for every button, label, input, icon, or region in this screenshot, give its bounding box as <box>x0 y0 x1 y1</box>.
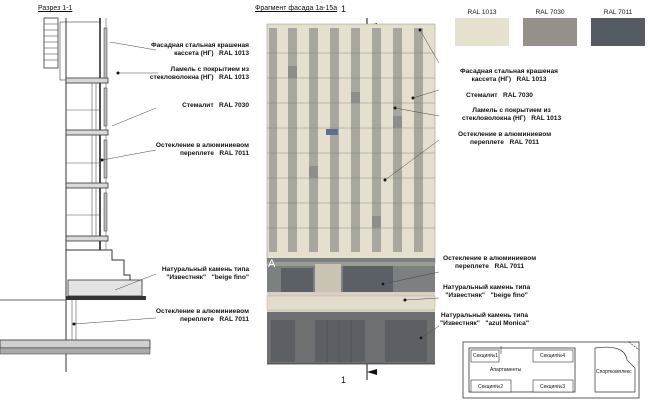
plan-sport-complex: Спорткомплекс <box>596 369 632 375</box>
facade-label-stemalit: Стемалит RAL 7030 <box>466 92 533 99</box>
section-label-stemalit: Стемалит RAL 7030 <box>182 102 249 109</box>
marker-a: A <box>268 258 276 270</box>
swatch-ral-7011 <box>591 18 645 46</box>
section-title: Разрез 1-1 <box>38 5 73 12</box>
facade-label-glazing: Остекление в алюминиевом переплете RAL 7… <box>458 131 552 146</box>
swatch-ral-1013 <box>455 18 509 46</box>
facade-label-glazing-2: Остекление в алюминиевом переплете RAL 7… <box>443 255 537 270</box>
plan-apartments: Апартаменты <box>490 367 522 373</box>
facade-label-stone-azul: Натуральный камень типа "Известняк" "azu… <box>440 312 529 327</box>
section-label-cassette: Фасадная стальная крашеная кассета (НГ) … <box>150 42 249 57</box>
section-drawing <box>0 17 158 372</box>
plan-section-3: Секция№3 <box>540 384 566 390</box>
section-label-glazing-2: Остекление в алюминиевом переплете RAL 7… <box>155 308 249 323</box>
facade-drawing <box>266 18 440 380</box>
swatch-label-2: RAL 7030 <box>535 9 565 16</box>
plan-section-4: Секция№4 <box>540 353 566 359</box>
section-label-glazing: Остекление в алюминиевом переплете RAL 7… <box>155 142 249 157</box>
facade-label-stone-beige: Натуральный камень типа "Известняк" "bei… <box>443 284 531 299</box>
section-label-stone: Натуральный камень типа "Известняк" "bei… <box>161 266 249 281</box>
plan-section-1: Секция№1 <box>473 353 499 359</box>
swatch-ral-7030 <box>523 18 577 46</box>
plan-section-2: Секция№2 <box>478 384 504 390</box>
site-plan <box>462 341 640 399</box>
swatch-label-1: RAL 1013 <box>467 9 497 16</box>
swatch-label-3: RAL 7011 <box>603 9 633 16</box>
axis-label-bottom: 1 <box>341 375 347 385</box>
axis-label-top: 1 <box>341 4 347 14</box>
section-label-lamella: Ламель с покрытием из стекловолокна (НГ)… <box>149 66 249 81</box>
facade-label-cassette: Фасадная стальная крашеная кассета (НГ) … <box>460 68 559 83</box>
facade-title: Фрагмент фасада 1а-15а <box>255 5 338 12</box>
facade-label-lamella: Ламель с покрытием из стекловолокна (НГ)… <box>462 107 562 122</box>
